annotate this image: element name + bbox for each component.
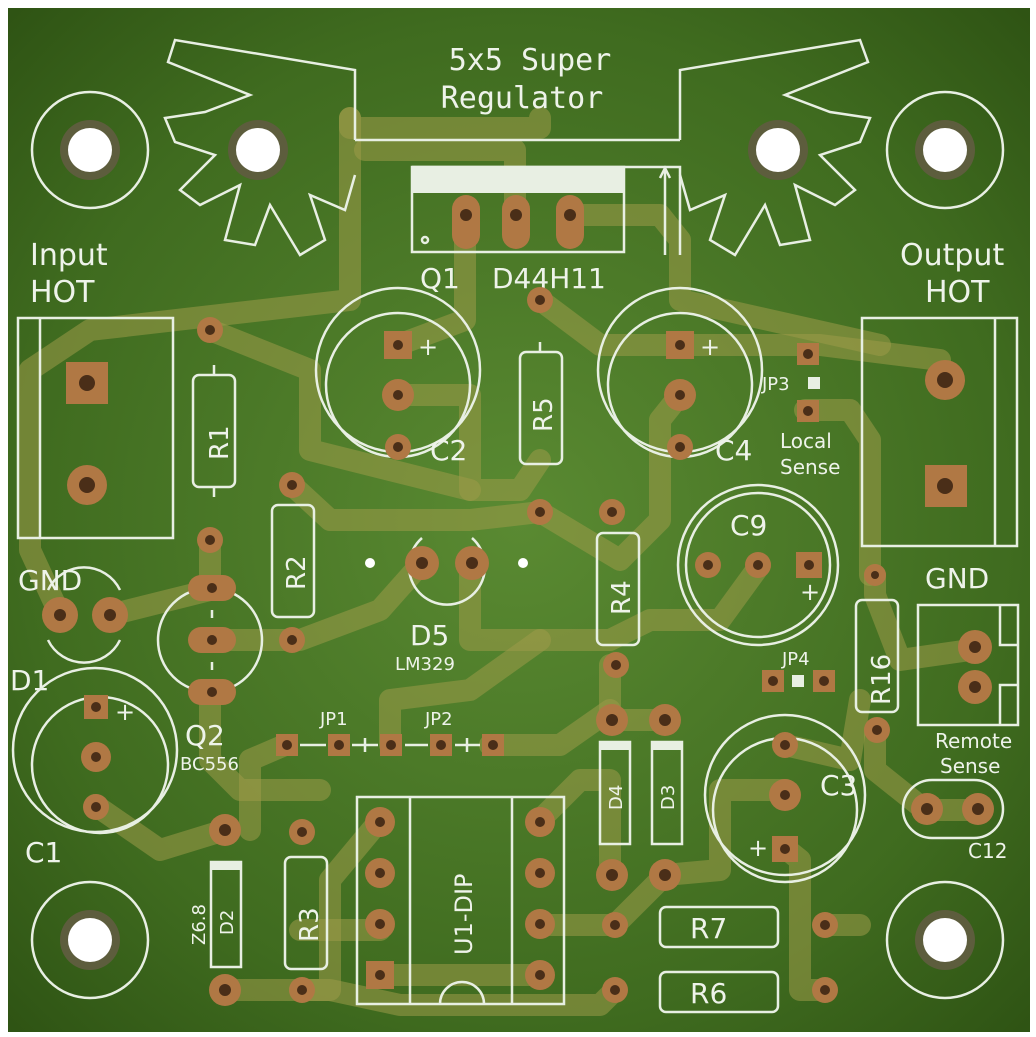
r4-resistor	[595, 531, 641, 678]
mounting-holes	[30, 90, 1005, 1000]
c12-label: C12	[968, 839, 1007, 863]
r16-label: R16	[867, 654, 897, 705]
mounting-hole-bottom-left	[30, 880, 150, 1000]
r5-label: R5	[529, 397, 559, 432]
input-label: Input	[30, 238, 108, 273]
q1-transistor	[410, 165, 682, 255]
q1-part-label: D44H11	[492, 262, 606, 295]
r7-resistor	[602, 905, 838, 949]
jp4-label: JP4	[781, 649, 810, 670]
r3-label: R3	[295, 907, 325, 942]
r7-label: R7	[690, 912, 727, 945]
c12-capacitor	[901, 778, 1005, 840]
d3-label: D3	[658, 785, 679, 810]
r2-resistor	[270, 472, 316, 653]
c9-plus: +	[800, 578, 820, 606]
c1-plus: +	[115, 698, 135, 726]
r1-label: R1	[205, 425, 235, 460]
q2-transistor	[156, 527, 264, 705]
d5-reference	[365, 499, 625, 606]
input-hot-label: HOT	[30, 275, 95, 310]
jp1-jp2-jumpers	[276, 734, 504, 756]
r6-resistor	[602, 970, 838, 1014]
d2-value-label: Z6.8	[189, 904, 210, 945]
c4-label: C4	[715, 434, 752, 467]
jp1-label: JP1	[319, 709, 348, 730]
local-sense-label1: Local	[780, 429, 832, 453]
remote-sense-label1: Remote	[935, 729, 1012, 753]
d1-label: D1	[10, 664, 49, 697]
u1-label: U1-DIP	[450, 873, 478, 955]
c2-plus: +	[418, 333, 438, 361]
input-terminal-block	[16, 316, 175, 540]
c9-capacitor	[676, 483, 840, 647]
d2-label: D2	[217, 910, 238, 935]
c1-label: C1	[25, 836, 62, 869]
d4-diode	[596, 704, 632, 891]
board-title-line1: 5x5 Super	[449, 43, 612, 78]
output-terminal-block	[860, 316, 1019, 548]
gnd-right-label: GND	[925, 562, 989, 595]
c3-plus: +	[748, 834, 768, 862]
mounting-hole-bottom-right	[885, 880, 1005, 1000]
jp2-label: JP2	[424, 709, 453, 730]
r2-label: R2	[282, 555, 312, 590]
r16-resistor	[854, 598, 900, 743]
heatsink-outline	[163, 38, 872, 257]
c2-label: C2	[430, 434, 467, 467]
d4-label: D4	[606, 785, 627, 810]
d2-zener	[209, 814, 243, 1006]
local-sense-label2: Sense	[780, 455, 840, 479]
u1-dip-ic	[355, 795, 566, 1006]
c2-capacitor	[314, 286, 482, 460]
gnd-left-label: GND	[18, 564, 82, 597]
jp4-jumper	[762, 670, 835, 692]
r4-label: R4	[607, 580, 637, 615]
r1-resistor	[191, 317, 237, 497]
c4-capacitor	[596, 286, 764, 460]
mounting-hole-top-left	[30, 90, 150, 210]
jp3-label: JP3	[761, 374, 790, 395]
r6-label: R6	[690, 977, 727, 1010]
c3-label: C3	[820, 769, 857, 802]
copper-traces	[19, 107, 981, 1016]
c1-capacitor	[11, 666, 179, 835]
output-label: Output	[900, 238, 1004, 273]
board-title-line2: Regulator	[441, 81, 604, 116]
d5-label: D5	[410, 619, 449, 652]
q2-part-label: BC556	[180, 754, 239, 775]
output-hot-label: HOT	[925, 275, 990, 310]
r5-resistor	[518, 287, 564, 466]
r3-resistor	[283, 819, 329, 1003]
c4-plus: +	[700, 333, 720, 361]
c9-label: C9	[730, 509, 767, 542]
d3-diode	[649, 704, 684, 891]
gnd-left-connector	[42, 566, 128, 664]
mounting-hole-top-right	[885, 90, 1005, 210]
q1-label: Q1	[420, 262, 460, 295]
jp3-jumper	[797, 343, 820, 422]
q2-label: Q2	[185, 719, 225, 752]
gnd-right-connector	[864, 564, 1020, 727]
c3-capacitor	[703, 713, 867, 884]
remote-sense-label2: Sense	[940, 754, 1000, 778]
d5-part-label: LM329	[395, 654, 455, 675]
